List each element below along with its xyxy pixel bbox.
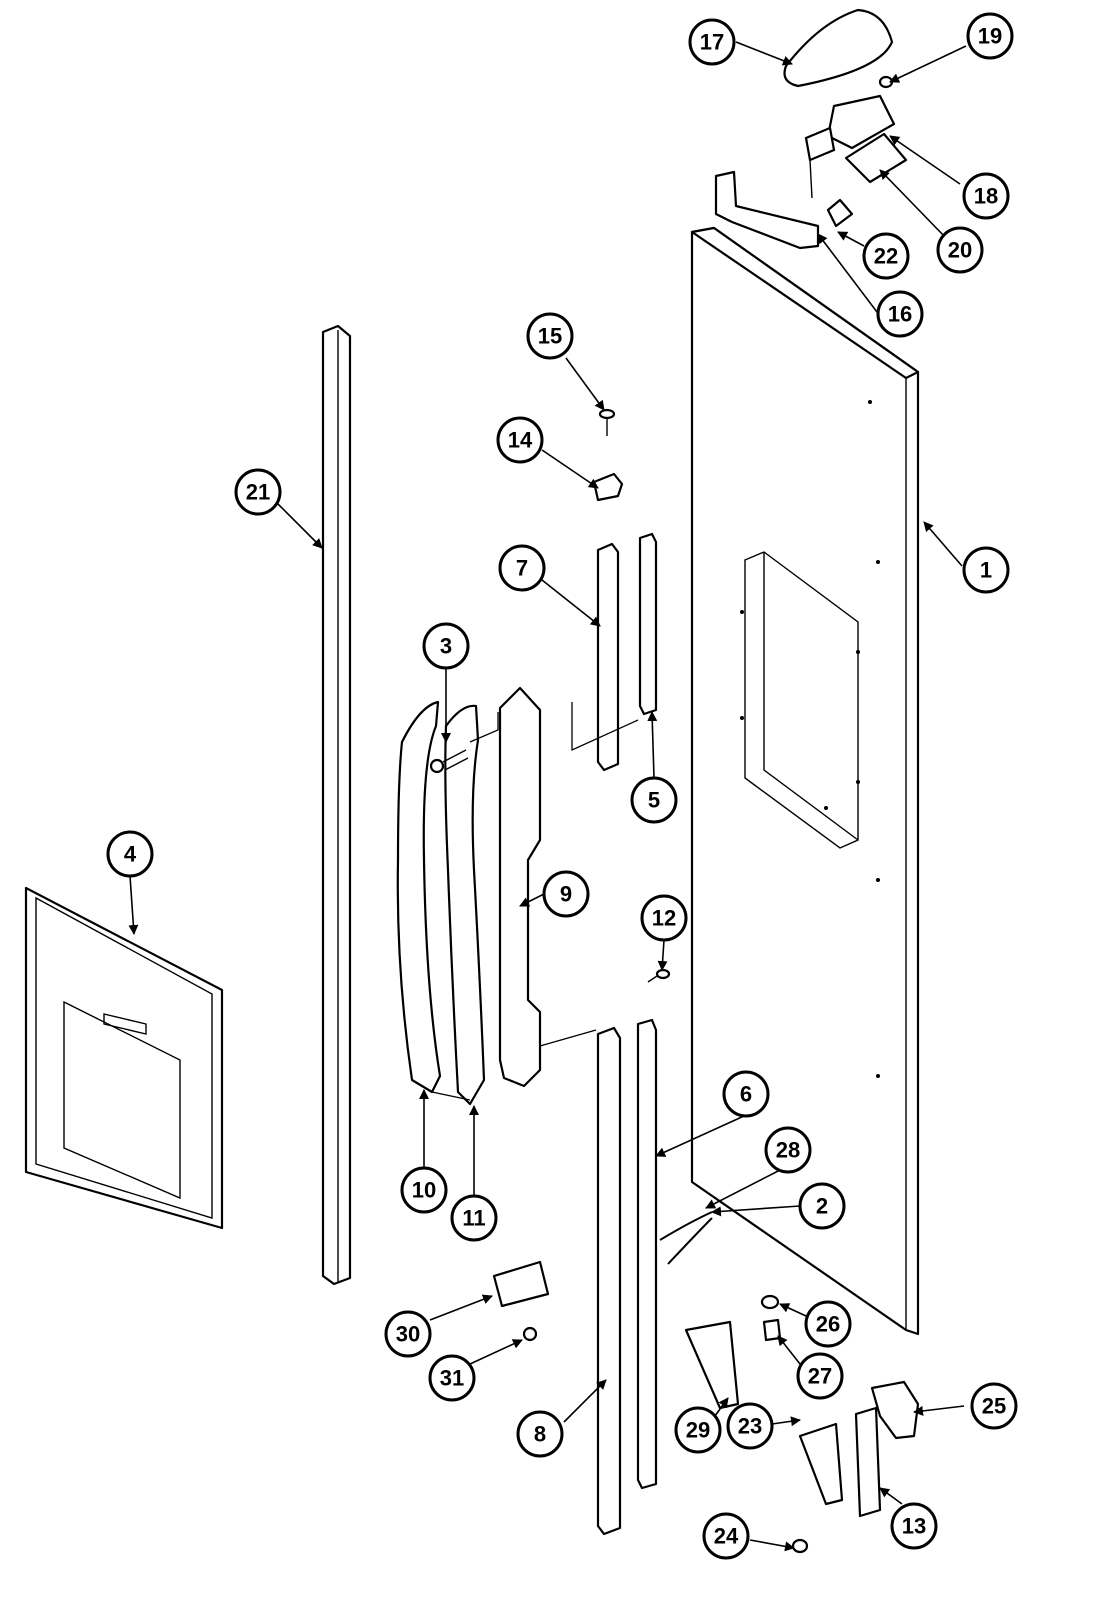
dispenser-cover-part <box>24 886 224 1230</box>
svg-text:19: 19 <box>978 24 1002 49</box>
hinge-plate-13-part <box>854 1406 882 1518</box>
callout-10: 10 <box>400 1166 448 1214</box>
svg-text:20: 20 <box>948 238 972 263</box>
screw-12-part <box>647 968 671 983</box>
svg-text:10: 10 <box>412 1178 436 1203</box>
svg-text:7: 7 <box>516 556 528 581</box>
callout-27: 27 <box>796 1352 844 1400</box>
callout-16: 16 <box>876 290 924 338</box>
svg-text:15: 15 <box>538 324 562 349</box>
trim-strip-lower-part <box>596 1026 622 1536</box>
svg-text:8: 8 <box>534 1422 546 1447</box>
door-gasket-strip-part <box>321 324 352 1286</box>
trim-strip-upper-part <box>596 542 620 772</box>
callout-29: 29 <box>674 1406 722 1454</box>
svg-text:26: 26 <box>816 1312 840 1337</box>
callout-7: 7 <box>498 544 546 592</box>
svg-text:18: 18 <box>974 184 998 209</box>
svg-text:28: 28 <box>776 1138 800 1163</box>
callout-13: 13 <box>890 1502 938 1550</box>
handle-bar-part <box>396 700 442 1094</box>
svg-text:5: 5 <box>648 788 660 813</box>
handle-trim-part <box>444 704 486 1106</box>
callouts: 1 2 3 4 5 6 7 8 9 10 11 12 13 14 15 16 1… <box>106 12 1018 1560</box>
svg-text:25: 25 <box>982 1394 1006 1419</box>
bracket-30-part <box>492 1260 550 1308</box>
handle-bracket-part <box>498 686 542 1088</box>
assembly-line <box>469 702 639 752</box>
callout-17: 17 <box>688 18 736 66</box>
part-drawings <box>24 8 920 1554</box>
svg-text:29: 29 <box>686 1418 710 1443</box>
svg-text:3: 3 <box>440 634 452 659</box>
svg-text:6: 6 <box>740 1082 752 1107</box>
wedge-22-part <box>826 198 854 228</box>
callout-4: 4 <box>106 830 154 878</box>
screw-3-part <box>429 749 469 774</box>
callout-15: 15 <box>526 312 574 360</box>
callout-25: 25 <box>970 1382 1018 1430</box>
callout-21: 21 <box>234 468 282 516</box>
svg-text:11: 11 <box>462 1206 485 1231</box>
channel-lower-part <box>636 1018 658 1490</box>
svg-text:16: 16 <box>888 302 912 327</box>
callout-1: 1 <box>962 546 1010 594</box>
callout-30: 30 <box>384 1310 432 1358</box>
svg-text:27: 27 <box>808 1364 832 1389</box>
bushing-26-part <box>760 1294 780 1310</box>
top-hinge-part <box>804 94 896 199</box>
callout-19: 19 <box>966 12 1014 60</box>
bushing-27-part <box>762 1318 782 1342</box>
callout-20: 20 <box>936 226 984 274</box>
svg-text:2: 2 <box>816 1194 828 1219</box>
svg-text:31: 31 <box>440 1366 464 1391</box>
callout-18: 18 <box>962 172 1010 220</box>
svg-text:1: 1 <box>980 558 992 583</box>
callout-6: 6 <box>722 1070 770 1118</box>
drain-tube-part <box>659 1211 713 1265</box>
callout-3: 3 <box>422 622 470 670</box>
callout-22: 22 <box>862 232 910 280</box>
svg-text:9: 9 <box>560 882 572 907</box>
bracket-29-part <box>684 1320 740 1410</box>
callout-14: 14 <box>496 416 544 464</box>
callout-5: 5 <box>630 776 678 824</box>
channel-upper-part <box>638 532 658 716</box>
svg-text:23: 23 <box>738 1414 762 1439</box>
assembly-line <box>431 1029 597 1101</box>
callout-2: 2 <box>798 1182 846 1230</box>
closer-arm-part <box>714 170 820 250</box>
callout-31: 31 <box>428 1354 476 1402</box>
svg-text:24: 24 <box>714 1524 739 1549</box>
screw-24-part <box>791 1538 809 1554</box>
leader-lines <box>128 41 967 1552</box>
door-panel-part <box>690 226 920 1336</box>
svg-text:12: 12 <box>652 906 676 931</box>
callout-23: 23 <box>726 1402 774 1450</box>
hinge-bracket-25-part <box>870 1380 920 1440</box>
svg-text:4: 4 <box>124 842 137 867</box>
svg-text:17: 17 <box>700 30 724 55</box>
hinge-cover-part <box>783 8 894 88</box>
svg-text:30: 30 <box>396 1322 420 1347</box>
bottom-hinge-part <box>798 1422 844 1506</box>
callout-28: 28 <box>764 1126 812 1174</box>
hinge-shim-part <box>844 132 908 184</box>
svg-text:21: 21 <box>246 480 270 505</box>
callout-12: 12 <box>640 894 688 942</box>
svg-text:14: 14 <box>508 428 533 453</box>
screw-15-part <box>598 408 616 436</box>
screw-31-part <box>522 1326 538 1342</box>
callout-8: 8 <box>516 1410 564 1458</box>
callout-24: 24 <box>702 1512 750 1560</box>
callout-11: 11 <box>450 1194 498 1242</box>
svg-text:22: 22 <box>874 244 898 269</box>
clip-14-part <box>592 472 624 502</box>
callout-9: 9 <box>542 870 590 918</box>
svg-text:13: 13 <box>902 1514 926 1539</box>
callout-26: 26 <box>804 1300 852 1348</box>
